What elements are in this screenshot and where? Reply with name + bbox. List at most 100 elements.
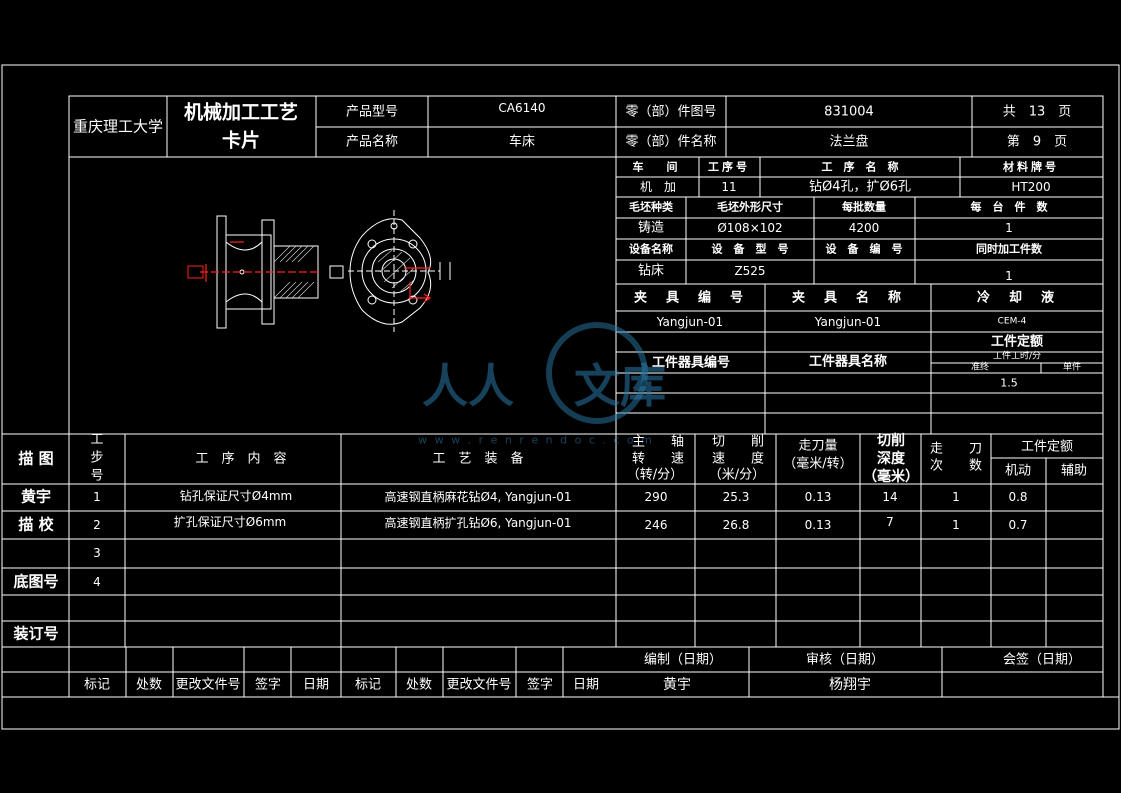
passes-header-2: 次 数 (929, 458, 983, 474)
per-unit: 1 (1005, 221, 1013, 235)
review-label: 审核（日期） (805, 652, 885, 668)
quota-header: 工件定额 (1020, 439, 1074, 455)
spindle-header-2: 转 速 (631, 451, 685, 467)
material-label: 材料牌号 (1003, 160, 1059, 174)
equip-name: 钻床 (637, 263, 665, 279)
passes-2: 1 (952, 518, 960, 532)
blank-type: 铸造 (637, 220, 665, 236)
aux-time-header: 辅助 (1060, 463, 1088, 479)
side-desc-label: 描 图 (18, 449, 54, 468)
time-quota-label: 工件定额 (990, 334, 1044, 350)
tool-no-label: 工件器具编号 (651, 355, 731, 371)
machine-time-2: 0.7 (1008, 518, 1028, 532)
cut-header-2: 速 度 (711, 451, 765, 467)
watermark-url: w w w . r e n r e n d o c . c o m (418, 433, 654, 447)
step-1: 1 (93, 490, 101, 504)
equip-model-label: 设 备 型 号 (711, 242, 789, 256)
passes-1: 1 (952, 490, 960, 504)
feed-header-2: （毫米/转） (783, 456, 853, 472)
date-label-1: 日期 (302, 677, 330, 693)
coolant-label: 冷 却 液 (976, 290, 1058, 306)
card-title-line1: 机械加工工艺 (183, 101, 299, 124)
sign-label-2: 签字 (526, 677, 554, 693)
side-label-row-6: 装订号 (13, 624, 59, 643)
depth-header-3: （毫米） (863, 469, 919, 485)
step-header-3: 号 (90, 468, 104, 484)
fixture-name: Yangjun-01 (814, 315, 882, 329)
op-no-label: 工序号 (708, 160, 750, 174)
product-model: CA6140 (498, 101, 546, 115)
cut-header-1: 切 削 (711, 434, 765, 450)
step-header-1: 工 (90, 432, 104, 448)
content-2: 扩孔保证尺寸Ø6mm (173, 515, 287, 529)
content-1: 钻孔保证尺寸Ø4mm (179, 489, 293, 503)
step-header-2: 步 (90, 450, 104, 466)
side-label-row-2: 描 校 (18, 515, 54, 534)
op-name-label: 工 序 名 称 (821, 160, 899, 174)
workshop-label: 车 间 (632, 160, 684, 174)
material: HT200 (1011, 180, 1051, 194)
blank-size: Ø108×102 (717, 221, 783, 235)
change-doc-label-1: 更改文件号 (175, 677, 241, 693)
card-title-line2: 卡片 (221, 129, 261, 152)
page-number: 第 9 页 (1006, 134, 1068, 150)
op-name: 钻Ø4孔，扩Ø6孔 (808, 179, 912, 195)
mark-label-2: 标记 (354, 677, 382, 693)
product-name: 车床 (508, 134, 536, 150)
depth-header-2: 深度 (877, 451, 905, 467)
equipment-2: 高速钢直柄扩孔钻Ø6, Yangjun-01 (384, 516, 572, 530)
sign-label-1: 签字 (254, 677, 282, 693)
cut-speed-2: 26.8 (722, 518, 750, 532)
change-doc-label-2: 更改文件号 (446, 677, 512, 693)
spindle-header-3: （转/分） (626, 467, 684, 483)
step-3: 3 (93, 546, 101, 560)
passes-header-1: 走 刀 (929, 441, 983, 457)
count-label-2: 处数 (405, 677, 433, 693)
machine-time-1: 0.8 (1008, 490, 1028, 504)
equipment-header: 工 艺 装 备 (432, 451, 524, 467)
feed-1: 0.13 (804, 490, 832, 504)
concurrent: 1 (1005, 269, 1013, 283)
machining-arrows (200, 241, 432, 303)
cut-header-3: （米/分） (708, 467, 766, 483)
unit-time-label: 单件 (1062, 362, 1082, 373)
equip-name-label: 设备名称 (629, 242, 673, 256)
machine-time-header: 机动 (1004, 463, 1032, 479)
content-header: 工 序 内 容 (195, 451, 287, 467)
step-2: 2 (93, 518, 101, 532)
school-name: 重庆理工大学 (72, 117, 164, 136)
count-label-1: 处数 (135, 677, 163, 693)
watermark-brand-right: 文库 (574, 359, 666, 413)
blank-type-label: 毛坯种类 (629, 200, 673, 214)
total-pages: 共 13 页 (1002, 104, 1072, 120)
side-label-row-1: 黄宇 (20, 487, 52, 506)
op-no: 11 (721, 180, 737, 194)
flange-front-outline (349, 218, 432, 325)
cut-speed-1: 25.3 (722, 490, 750, 504)
equip-model: Z525 (734, 264, 766, 278)
fixture-no-label: 夹 具 编 号 (633, 290, 747, 306)
concurrent-label: 同时加工件数 (976, 242, 1042, 256)
tool-name-label: 工件器具名称 (808, 354, 888, 370)
feed-2: 0.13 (804, 518, 832, 532)
side-label-row-4: 底图号 (13, 572, 59, 591)
equipment-1: 高速钢直柄麻花钻Ø4, Yangjun-01 (384, 490, 572, 504)
mark-label-1: 标记 (83, 677, 111, 693)
depth-1: 14 (882, 490, 898, 504)
compiler-name: 黄宇 (663, 677, 691, 693)
feed-header-1: 走刀量 (798, 438, 838, 454)
fixture-name-label: 夹 具 名 称 (791, 290, 905, 306)
unit-time: 1.5 (1000, 376, 1018, 390)
product-name-label: 产品名称 (345, 134, 399, 150)
date-label-2: 日期 (572, 677, 600, 693)
spindle-header-1: 主 轴 (631, 434, 685, 450)
blank-size-label: 毛坯外形尺寸 (717, 200, 783, 214)
batch: 4200 (848, 221, 880, 235)
step-4: 4 (93, 575, 101, 589)
per-unit-label: 每 台 件 数 (970, 200, 1048, 214)
prep-time-label: 准终 (970, 362, 990, 373)
